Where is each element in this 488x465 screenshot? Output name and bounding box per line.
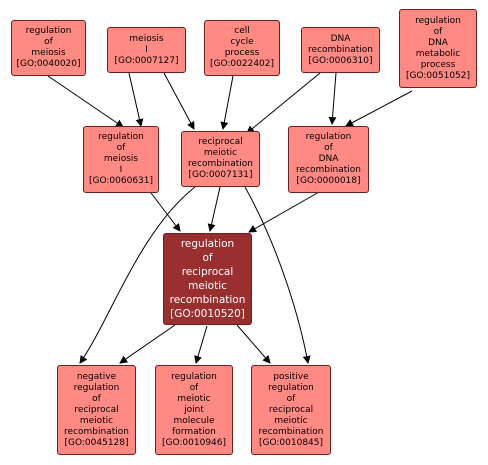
edge-10520-to-45128 [119, 324, 176, 364]
node-label-line: I [119, 165, 123, 175]
node-label-line: regulation [98, 132, 144, 142]
node-label-line: [GO:0040020] [16, 59, 81, 69]
node-label-line: [GO:0010520] [170, 308, 245, 320]
node-label-line: of [324, 143, 333, 153]
node-label-line: DNA [330, 33, 351, 44]
node-go-0051052[interactable]: regulation of DNA metabolic process [GO:… [399, 9, 477, 88]
node-label-line: process [420, 59, 456, 70]
node-label-line: meiosis [129, 33, 164, 44]
node-go-0007131[interactable]: reciprocal meiotic recombination [GO:000… [181, 131, 260, 187]
node-label-line: process [224, 48, 260, 58]
node-label-line: reciprocal [181, 266, 234, 278]
edge-7131-to-45128 [79, 186, 196, 364]
edge-51052-to-18 [345, 90, 413, 127]
node-label-line: DNA [428, 37, 448, 48]
node-label-line: meiosis [103, 154, 139, 164]
node-label-line: reciprocal [268, 404, 314, 415]
edge-60631-to-10520 [147, 188, 181, 232]
edge-6310-to-18 [328, 72, 337, 125]
node-label-line: [GO:0022402] [209, 59, 275, 69]
node-label-line: reciprocal [198, 137, 243, 147]
node-label-line: of [189, 382, 199, 393]
node-label-line: meiotic [177, 393, 211, 404]
node-label-line: regulation [305, 132, 352, 142]
node-label-line: negative [76, 371, 117, 382]
node-label-line: regulation [73, 382, 120, 393]
node-label-line: regulation [415, 15, 461, 26]
edge-7131-to-10845 [244, 186, 311, 364]
node-go-0006310[interactable]: DNA recombination [GO:0006310] [301, 27, 380, 73]
node-label-line: reciprocal [74, 404, 119, 415]
node-label-line: DNA [318, 154, 339, 164]
node-label-line: joint [184, 404, 204, 415]
node-label-line: recombination [188, 159, 253, 169]
node-label-line: molecule [173, 415, 215, 426]
node-label-line: regulation [25, 26, 72, 36]
node-label-line: [GO:0051052] [405, 70, 471, 81]
node-label-line: [GO:0000018] [296, 176, 361, 186]
node-label-line: of [44, 37, 53, 47]
edge-18-to-10520 [248, 191, 320, 233]
node-label-line: regulation [268, 382, 314, 393]
node-label-line: meiotic [79, 415, 114, 426]
node-label-line: recombination [296, 165, 361, 175]
node-label-line: regulation [180, 238, 235, 250]
node-label-line: of [286, 393, 296, 404]
node-label-line: recombination [258, 426, 324, 437]
edge-7127-to-7131 [163, 72, 195, 130]
node-go-0040020[interactable]: regulation of meiosis [GO:0040020] [11, 20, 86, 76]
node-label-line: of [433, 26, 443, 37]
node-label-line: meiotic [274, 415, 308, 426]
node-label-line: recombination [169, 294, 246, 306]
node-go-0022402[interactable]: cell cycle process [GO:0022402] [204, 20, 280, 76]
node-label-line: cycle [230, 37, 254, 47]
edge-7131-to-10520 [207, 186, 221, 232]
edge-7127-to-60631 [128, 72, 144, 127]
edge-6310-to-7131 [246, 72, 321, 134]
edge-10520-to-10946 [194, 325, 208, 364]
node-label-line: [GO:0007127] [114, 55, 179, 66]
node-go-0060631[interactable]: regulation of meiosis I [GO:0060631] [83, 126, 159, 193]
edge-22402-to-7131 [220, 75, 234, 130]
node-label-line: [GO:0006310] [308, 55, 373, 66]
node-go-0010946[interactable]: regulation of meiotic joint molecule for… [155, 365, 233, 455]
node-label-line: of [92, 393, 101, 404]
node-go-0000018[interactable]: regulation of DNA recombination [GO:0000… [288, 126, 369, 193]
node-label-line: recombination [64, 426, 129, 437]
node-label-line: meiotic [203, 148, 238, 158]
node-label-line: [GO:0010845] [258, 437, 324, 448]
node-go-0045128[interactable]: negative regulation of reciprocal meioti… [57, 365, 136, 455]
node-label-line: formation [172, 426, 216, 437]
node-label-line: of [116, 143, 126, 153]
node-label-line: [GO:0045128] [64, 437, 129, 448]
node-go-0010520-focus[interactable]: regulation of reciprocal meiotic recombi… [163, 233, 252, 325]
node-label-line: regulation [171, 371, 217, 382]
node-go-0010845[interactable]: positive regulation of reciprocal meioti… [251, 365, 331, 455]
node-go-0007127[interactable]: meiosis I [GO:0007127] [107, 27, 186, 73]
node-label-line: positive [273, 371, 309, 382]
node-label-line: meiotic [188, 280, 227, 292]
edge-40020-to-60631 [47, 75, 124, 128]
node-label-line: meiosis [31, 48, 66, 58]
node-label-line: cell [234, 26, 250, 36]
node-label-line: of [202, 252, 213, 264]
node-label-line: metabolic [415, 48, 461, 59]
node-label-line: recombination [308, 44, 373, 55]
node-label-line: I [145, 44, 148, 55]
node-label-line: [GO:0007131] [188, 170, 253, 180]
node-label-line: [GO:0060631] [88, 176, 154, 186]
edge-10520-to-10845 [236, 324, 271, 364]
node-label-line: [GO:0010946] [161, 437, 227, 448]
